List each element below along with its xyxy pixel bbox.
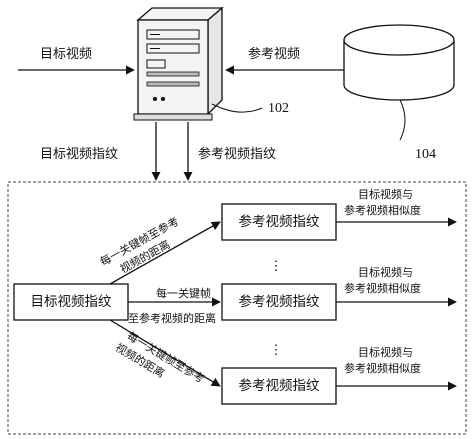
reference-video-label: 参考视频 bbox=[248, 46, 300, 62]
reference-fingerprint-box-1 bbox=[221, 203, 337, 241]
similarity-1-line2: 参考视频相似度 bbox=[344, 203, 421, 217]
similarity-2-line1: 目标视频与 bbox=[358, 265, 413, 279]
reference-fingerprint-box-2-label: 参考视频指纹 bbox=[239, 293, 320, 310]
target-fingerprint-box bbox=[13, 283, 129, 321]
ellipsis-1: ⋮ bbox=[269, 258, 283, 274]
server-number-leader bbox=[211, 103, 263, 113]
database-icon bbox=[343, 24, 455, 101]
similarity-3-line2: 参考视频相似度 bbox=[344, 361, 421, 375]
reference-fingerprint-flow-label: 参考视频指纹 bbox=[198, 146, 276, 162]
server-number: 102 bbox=[268, 101, 289, 116]
ellipsis-2: ⋮ bbox=[269, 342, 283, 358]
similarity-1-line1: 目标视频与 bbox=[358, 187, 413, 201]
distance-label-middle-line1: 每一关键帧 bbox=[156, 286, 211, 300]
similarity-3-line1: 目标视频与 bbox=[358, 345, 413, 359]
distance-arrow-top bbox=[109, 221, 221, 285]
target-fingerprint-box-label: 目标视频指纹 bbox=[31, 294, 112, 310]
target-video-label: 目标视频 bbox=[40, 47, 92, 62]
reference-fingerprint-box-3 bbox=[221, 367, 337, 405]
reference-fingerprint-box-1-label: 参考视频指纹 bbox=[239, 213, 320, 230]
similarity-2-line2: 参考视频相似度 bbox=[344, 281, 421, 295]
target-fingerprint-flow-label: 目标视频指纹 bbox=[40, 147, 118, 162]
distance-arrow-bottom bbox=[109, 319, 221, 387]
database-number: 104 bbox=[415, 147, 436, 162]
reference-fingerprint-box-3-label: 参考视频指纹 bbox=[239, 377, 320, 394]
database-number-leader bbox=[399, 99, 406, 141]
server-icon bbox=[133, 6, 224, 121]
distance-label-middle-line2: 至参考视频的距离 bbox=[128, 311, 216, 325]
